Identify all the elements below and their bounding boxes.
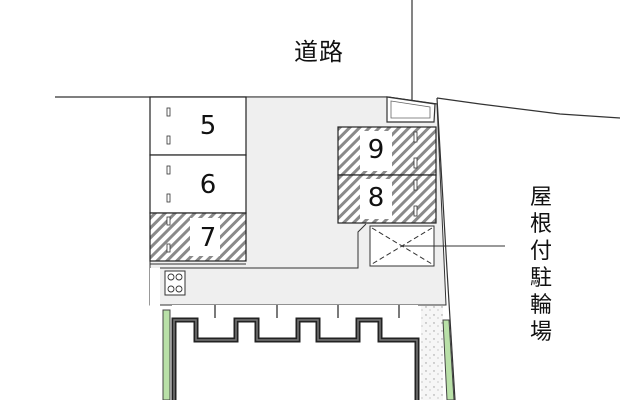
spot-number-6: 6	[199, 170, 217, 200]
bicycle-parking-label: 屋 根 付 駐 輪 場	[526, 184, 556, 346]
label-char: 屋	[529, 185, 552, 210]
parking-spot-6[interactable]	[149, 154, 247, 214]
green-strip-left	[162, 309, 171, 400]
spot-number-7: 7	[199, 223, 217, 253]
label-char: 駐	[529, 266, 552, 291]
parking-spot-9[interactable]	[337, 126, 437, 176]
parking-spot-7[interactable]	[149, 212, 247, 262]
label-char: 場	[529, 320, 552, 345]
gravel-strip	[421, 306, 443, 400]
entrance-box	[386, 96, 436, 123]
property-line	[436, 97, 456, 400]
utility-box	[164, 270, 186, 296]
green-strip-right	[442, 319, 455, 400]
spot-number-8: 8	[367, 183, 385, 213]
label-char: 輪	[529, 293, 552, 318]
building	[171, 305, 420, 400]
road-label: 道路	[294, 38, 344, 66]
spot-number-9: 9	[367, 135, 385, 165]
bicycle-parking[interactable]	[369, 225, 505, 267]
parking-spot-5[interactable]	[149, 96, 247, 156]
walkway-outline	[160, 223, 367, 269]
label-char: 根	[529, 212, 552, 237]
label-char: 付	[529, 239, 552, 264]
spot-number-5: 5	[199, 111, 217, 141]
parking-spot-8[interactable]	[337, 174, 437, 224]
